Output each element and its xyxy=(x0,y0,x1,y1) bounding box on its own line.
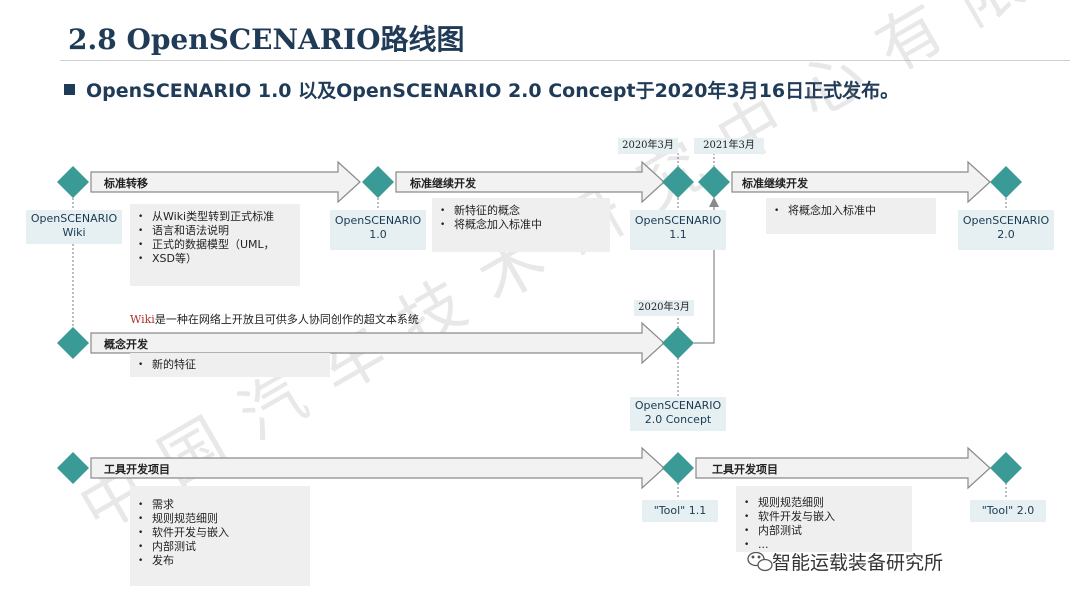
milestone-concept-diamond xyxy=(662,327,694,359)
bar-label-continue2: 标准继续开发 xyxy=(742,177,808,190)
bar-label-continue1: 标准继续开发 xyxy=(410,177,476,190)
node-wiki: OpenSCENARIO Wiki xyxy=(26,210,122,244)
subtitle-bullet-icon xyxy=(64,84,75,95)
milestone-v10-diamond xyxy=(362,166,394,198)
desc-box-continue2: 将概念加入标准中 xyxy=(766,198,936,234)
bar-label-concept-dev: 概念开发 xyxy=(104,338,148,351)
node-v10: OpenSCENARIO 1.0 xyxy=(330,210,426,250)
wiki-note-keyword: Wiki xyxy=(130,313,155,326)
node-v20: OpenSCENARIO 2.0 xyxy=(958,210,1054,250)
milestone-v11-diamond xyxy=(662,166,694,198)
milestone-wiki-diamond xyxy=(57,166,89,198)
milestone-tool11-diamond xyxy=(662,452,694,484)
wiki-note: Wiki是一种在网络上开放且可供多人协同创作的超文本系统 xyxy=(130,311,419,327)
desc-box-concept-dev: 新的特征 xyxy=(130,353,330,377)
node-concept: OpenSCENARIO 2.0 Concept xyxy=(630,397,726,431)
list-item: 规则规范细则 xyxy=(744,496,912,510)
date-label-2021-03: 2021年3月 xyxy=(694,138,764,154)
bar-label-tools2: 工具开发项目 xyxy=(712,463,778,476)
footer-brand: 智能运载装备研究所 xyxy=(772,552,944,574)
list-item: 语言和语法说明 xyxy=(138,224,300,238)
list-item: 软件开发与嵌入 xyxy=(744,510,912,524)
milestone-v20-diamond xyxy=(990,166,1022,198)
milestone-tools-start-diamond xyxy=(57,452,89,484)
connector-lines xyxy=(72,153,1007,498)
node-v11: OpenSCENARIO 1.1 xyxy=(630,210,726,250)
date-label-2020-03-b: 2020年3月 xyxy=(634,300,694,316)
wiki-note-text: 是一种在网络上开放且可供多人协同创作的超文本系统 xyxy=(154,313,419,326)
list-item: 需求 xyxy=(138,498,310,512)
list-item: 新特征的概念 xyxy=(440,204,610,218)
list-item: 新的特征 xyxy=(138,358,330,372)
list-item: 发布 xyxy=(138,554,310,568)
list-item: ... xyxy=(744,538,912,552)
node-tool20: "Tool" 2.0 xyxy=(970,500,1046,522)
list-item: 将概念加入标准中 xyxy=(440,218,610,232)
date-label-2020-03-a: 2020年3月 xyxy=(618,138,678,154)
desc-box-continue1: 新特征的概念 将概念加入标准中 xyxy=(432,198,610,252)
arrow-tools2 xyxy=(695,446,991,490)
milestone-2021-diamond xyxy=(698,166,730,198)
arrow-transfer xyxy=(90,160,361,204)
list-item: 软件开发与嵌入 xyxy=(138,526,310,540)
milestone-tool20-diamond xyxy=(990,452,1022,484)
list-item: 内部测试 xyxy=(138,540,310,554)
arrow-continue1 xyxy=(395,160,665,204)
desc-box-transfer: 从Wiki类型转到正式标准 语言和语法说明 正式的数据模型（UML， XSD等） xyxy=(130,204,300,286)
page-title: 2.8 OpenSCENARIO路线图 xyxy=(68,23,465,56)
milestone-concept-start-diamond xyxy=(57,327,89,359)
bar-label-tools1: 工具开发项目 xyxy=(104,463,170,476)
title-divider xyxy=(60,60,1070,61)
list-item: 规则规范细则 xyxy=(138,512,310,526)
desc-box-tools2: 规则规范细则 软件开发与嵌入 内部测试 ... xyxy=(736,486,912,552)
bar-label-transfer: 标准转移 xyxy=(104,177,148,190)
subtitle: OpenSCENARIO 1.0 以及OpenSCENARIO 2.0 Conc… xyxy=(86,80,900,102)
arrow-continue2 xyxy=(731,160,991,204)
list-item: 从Wiki类型转到正式标准 xyxy=(138,210,300,224)
list-item: 将概念加入标准中 xyxy=(774,204,936,218)
list-item: XSD等） xyxy=(138,252,300,266)
list-item: 正式的数据模型（UML， xyxy=(138,238,300,252)
node-tool11: "Tool" 1.1 xyxy=(642,500,718,522)
wechat-icon xyxy=(747,551,773,572)
arrow-tools1 xyxy=(90,446,665,490)
desc-box-tools1: 需求 规则规范细则 软件开发与嵌入 内部测试 发布 xyxy=(130,486,310,586)
list-item: 内部测试 xyxy=(744,524,912,538)
